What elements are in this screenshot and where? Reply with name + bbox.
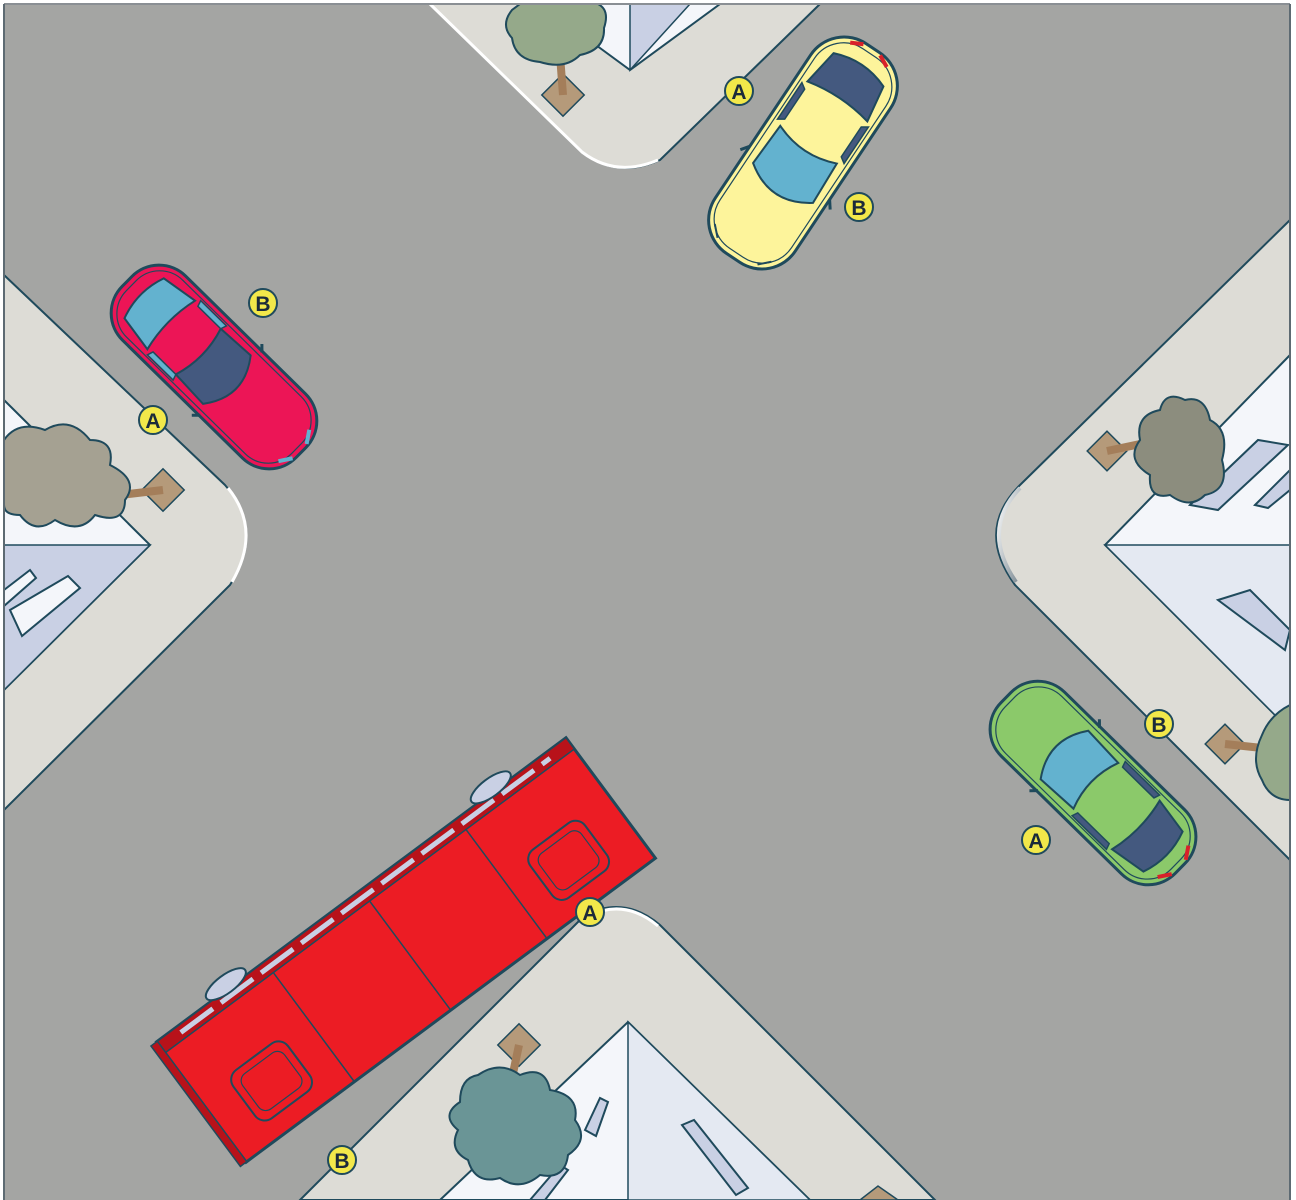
label-yellow-car-b: B — [845, 193, 873, 221]
svg-text:B: B — [1151, 714, 1166, 737]
label-bus-a: A — [576, 898, 604, 926]
label-yellow-car-a: A — [725, 77, 753, 105]
svg-text:B: B — [255, 293, 270, 316]
label-bus-b: B — [328, 1146, 356, 1174]
svg-text:A: A — [731, 81, 746, 104]
label-green-car-a: A — [1022, 826, 1050, 854]
label-green-car-b: B — [1145, 710, 1173, 738]
label-red-car-a: A — [139, 406, 167, 434]
svg-text:B: B — [851, 197, 866, 220]
svg-text:A: A — [145, 410, 160, 433]
svg-text:A: A — [1028, 830, 1043, 853]
svg-text:A: A — [582, 902, 597, 925]
label-red-car-b: B — [249, 289, 277, 317]
svg-text:B: B — [334, 1150, 349, 1173]
